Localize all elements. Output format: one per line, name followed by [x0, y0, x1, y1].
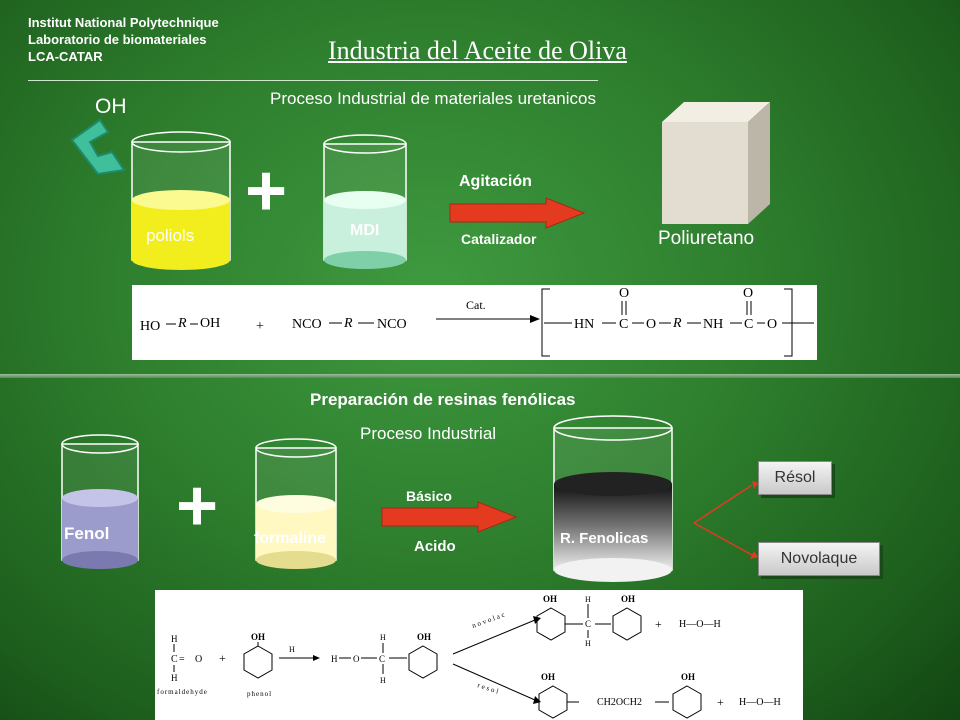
rx2-mid-c: C: [379, 654, 385, 664]
rx2-mid-h3: H: [380, 676, 386, 685]
rx2-top-plus: +: [655, 617, 662, 631]
institute-line3: LCA-CATAR: [28, 49, 103, 64]
rx2-mid-h2: H: [380, 633, 386, 642]
rx2-phenol-label: phenol: [247, 690, 272, 698]
rx2-top-oh2: OH: [621, 594, 635, 604]
novolaque-button[interactable]: Novolaque: [758, 542, 880, 576]
plus-sign-2: +: [176, 466, 219, 546]
header-divider: [28, 80, 598, 81]
phenolic-reaction-panel: H C = O H formaldehyde + OH phenol H H O…: [155, 590, 803, 720]
rx2-oh1: OH: [251, 632, 265, 642]
rx-plus: +: [256, 319, 264, 334]
rx2-eq: =: [179, 654, 185, 665]
resol-button[interactable]: Résol: [758, 461, 832, 495]
phenolic-reaction-scheme: H C = O H formaldehyde + OH phenol H H O…: [157, 594, 781, 719]
rx-hn: HN: [574, 317, 594, 332]
r-fenolicas-label: R. Fenolicas: [560, 530, 649, 547]
section1-subtitle: Proceso Industrial de materiales uretani…: [270, 89, 596, 108]
section2-title: Preparación de resinas fenólicas: [310, 390, 576, 409]
urethane-reaction-panel: HO R OH + NCO R NCO Cat. HN C O O: [132, 285, 817, 360]
rx2-bot-plus: +: [717, 695, 724, 709]
rx-nco2: NCO: [377, 317, 407, 332]
rx2-bot-oh2: OH: [681, 672, 695, 682]
rx-c2: C: [744, 317, 753, 332]
reaction-arrow-2: [381, 501, 518, 533]
fenol-liquid: [62, 498, 138, 560]
rx-oh: OH: [200, 316, 220, 331]
r-fenolicas-beaker: [553, 415, 673, 582]
polyurethane-cube: [662, 102, 770, 224]
rx-o4: O: [767, 317, 777, 332]
institute-line2: Laboratorio de biomateriales: [28, 32, 207, 47]
rx2-top-h2: H: [585, 639, 591, 648]
hydroxyl-ring-icon: [70, 118, 126, 176]
agitacion-label: Agitación: [459, 173, 532, 190]
rx2-mid-o: O: [353, 654, 360, 664]
rx2-bot-oh1: OH: [541, 672, 555, 682]
rx2-top-water: H—O—H: [679, 619, 721, 630]
rx2-oh2: OH: [417, 632, 431, 642]
rx-nco1: NCO: [292, 317, 322, 332]
rx2-bot-ch: CH2OCH2: [597, 697, 642, 708]
mdi-liquid: [324, 200, 406, 260]
rx2-top-c: C: [585, 619, 591, 629]
rx-nh: NH: [703, 317, 723, 332]
rx2-top-h1: H: [585, 595, 591, 604]
fenol-beaker: [61, 434, 139, 569]
fenol-label: Fenol: [64, 524, 110, 543]
formaline-label: formaline: [254, 530, 327, 547]
institute-line1: Institut National Polytechnique: [28, 15, 219, 30]
rx2-c: C: [171, 654, 178, 665]
rx2-h1: H: [171, 634, 178, 644]
rx2-o: O: [195, 654, 202, 665]
rx2-h-top: H: [289, 645, 295, 654]
rx2-plus1: +: [219, 651, 226, 665]
urethane-reaction-scheme: HO R OH + NCO R NCO Cat. HN C O O: [140, 286, 814, 357]
oh-label: OH: [95, 95, 127, 118]
poliuretano-label: Poliuretano: [658, 228, 755, 249]
rx2-top-oh1: OH: [543, 594, 557, 604]
formaline-liquid: [256, 504, 336, 560]
mdi-label: MDI: [350, 222, 380, 239]
rx-o1: O: [619, 286, 629, 301]
rx-c1: C: [619, 317, 628, 332]
section2-subtitle: Proceso Industrial: [360, 424, 497, 443]
page-title: Industria del Aceite de Oliva: [328, 36, 627, 65]
poliols-beaker: [131, 131, 231, 270]
plus-sign-1: +: [245, 151, 288, 231]
institute-block: Institut National Polytechnique Laborato…: [28, 14, 219, 65]
rx-ho: HO: [140, 319, 160, 334]
rx-o3: O: [743, 286, 753, 301]
catalizador-label: Catalizador: [461, 231, 537, 247]
rx-r3: R: [672, 316, 682, 331]
rx-r2: R: [343, 316, 353, 331]
formaline-beaker: [255, 438, 337, 569]
rx2-novolac-label: novolac: [471, 610, 508, 630]
branch-arrows: [693, 481, 758, 559]
acido-label: Acido: [414, 538, 456, 555]
rx-o2: O: [646, 317, 656, 332]
rx-r1: R: [177, 316, 187, 331]
poliols-label: poliols: [146, 226, 195, 245]
section-divider: [0, 374, 960, 378]
rx2-mid-h: H: [331, 654, 338, 664]
mdi-beaker: [323, 134, 407, 269]
basico-label: Básico: [406, 488, 452, 504]
reaction-arrow-1: [449, 197, 586, 229]
rx2-bot-water: H—O—H: [739, 697, 781, 708]
rx2-h2: H: [171, 673, 178, 683]
rx-cat: Cat.: [466, 298, 486, 312]
rx2-formaldehyde-label: formaldehyde: [157, 688, 208, 696]
